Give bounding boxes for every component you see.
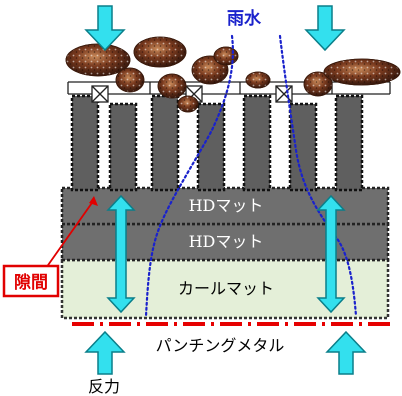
stone-icon <box>65 43 131 77</box>
stone-icon <box>323 58 401 86</box>
pillar <box>150 94 180 192</box>
x-box-icon <box>91 85 109 103</box>
stone-icon <box>303 71 333 97</box>
rain-path <box>278 34 358 318</box>
pillar <box>242 94 272 192</box>
rain-label: 雨水 <box>227 8 262 29</box>
pillar <box>288 102 318 192</box>
stones <box>65 36 401 113</box>
stone-icon <box>115 67 145 93</box>
down-arrow-icon <box>304 5 346 52</box>
gap-label-box <box>2 264 60 298</box>
up-arrow-icon <box>325 330 367 375</box>
punching-metal-label: パンチングメタル <box>156 336 285 355</box>
up-arrow-icon <box>84 330 126 375</box>
stone-icon <box>133 36 187 68</box>
gap-pointer <box>45 196 98 269</box>
hd-mat-lower-label: HDマット <box>189 232 264 251</box>
rain-paths <box>144 34 358 318</box>
double-arrow-icon <box>316 194 346 314</box>
stone-icon <box>213 46 239 66</box>
pillar <box>70 94 100 192</box>
stone-icon <box>245 71 271 89</box>
rain-path <box>144 34 234 318</box>
stone-icon <box>157 73 187 99</box>
pillar-grid <box>70 94 364 192</box>
hd-mat-upper-label: HDマット <box>189 196 264 215</box>
stone-icon <box>177 95 199 113</box>
double-arrow-icon <box>106 194 136 314</box>
gap-label: 隙間 <box>14 272 48 293</box>
pillar <box>108 102 138 192</box>
curl-mat-label: カールマット <box>178 279 274 298</box>
down-arrow-icon <box>84 5 126 52</box>
pillar <box>334 94 364 192</box>
reaction-force-label: 反力 <box>88 377 120 396</box>
x-box-icon <box>275 85 293 103</box>
